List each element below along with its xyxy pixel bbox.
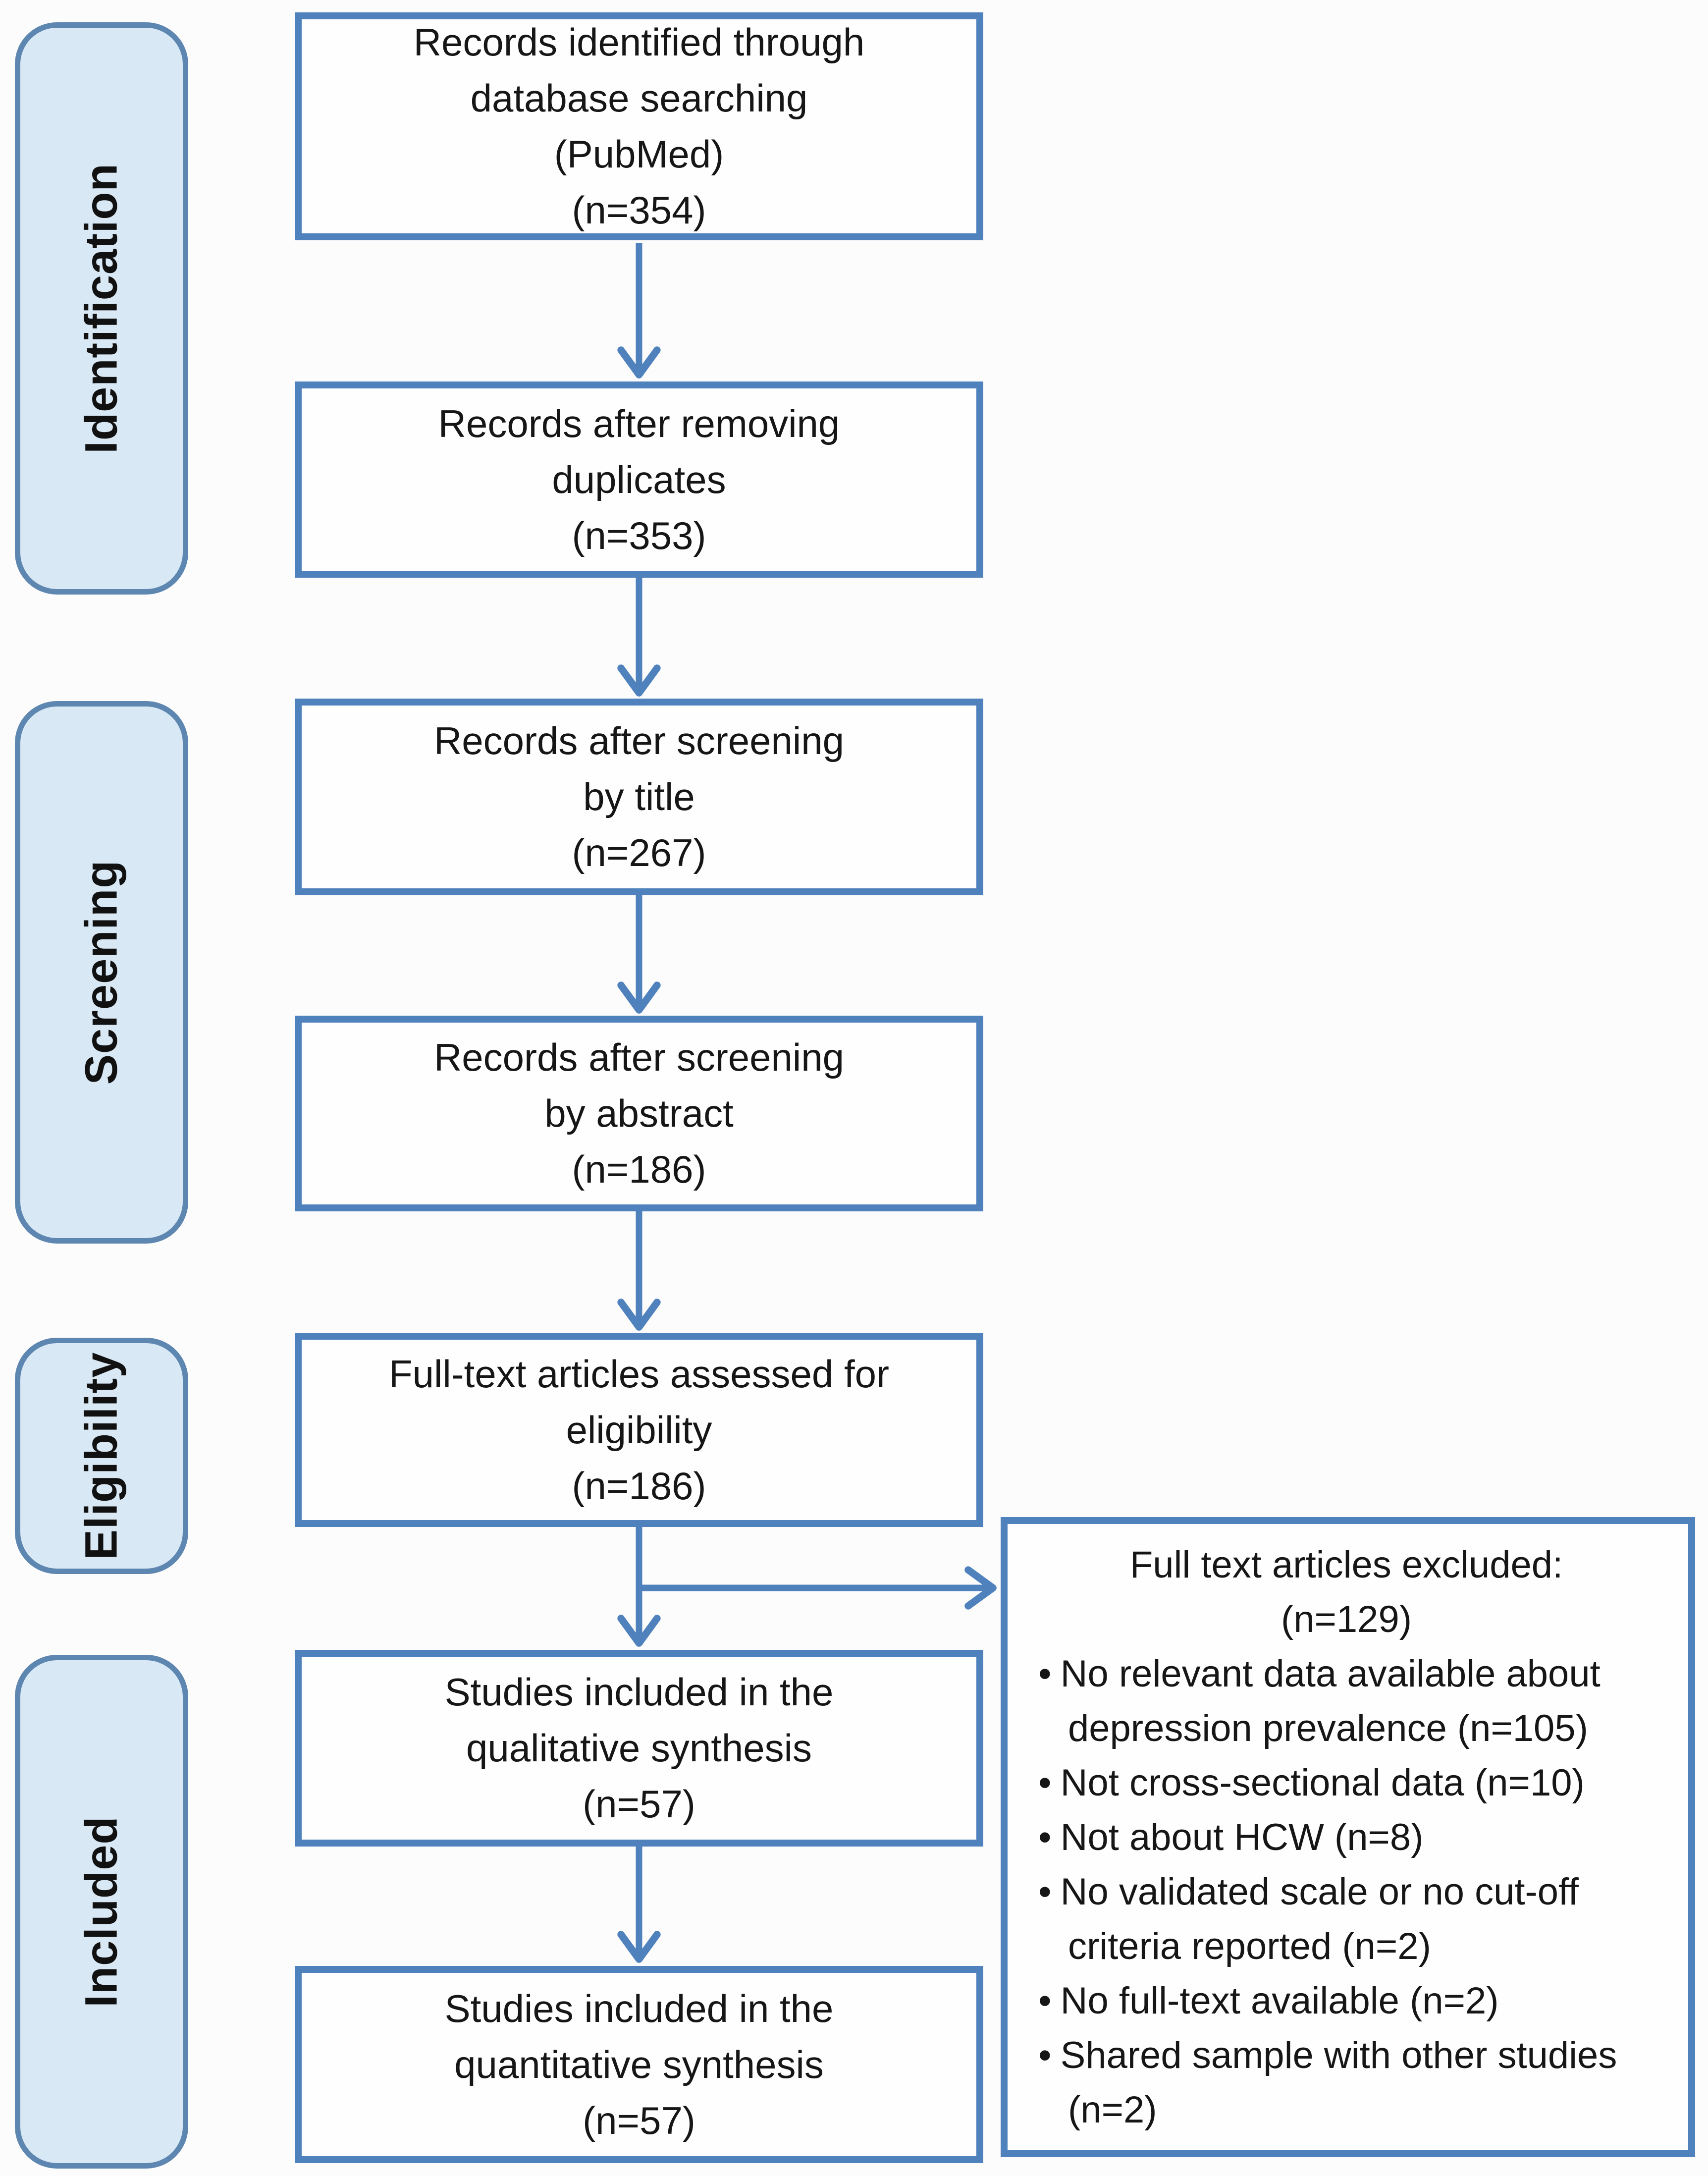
box-text-line: duplicates [552,457,726,501]
excluded-reason-text: Shared sample with other studies (n=2) [1060,2034,1617,2131]
stage-screening: Screening [15,701,188,1244]
bullet-icon: • [1038,1816,1052,1858]
bullet-icon: • [1038,2034,1052,2076]
box-text-line: by abstract [544,1091,734,1135]
box-text-line: database searching [470,76,808,120]
box-text-line: Records after removing [438,401,840,445]
bullet-icon: • [1038,1762,1052,1804]
stage-screening-label: Screening [76,860,127,1085]
excluded-reason-text: No relevant data available about depress… [1060,1653,1601,1749]
box-count: (n=354) [572,188,706,232]
stage-identification-label: Identification [76,163,127,454]
box-text-line: quantitative synthesis [454,2042,824,2086]
excluded-reason: •No full-text available (n=2) [1022,1974,1670,2028]
excluded-reason: •Shared sample with other studies (n=2) [1022,2028,1670,2137]
excluded-reason-text: No full-text available (n=2) [1060,1980,1499,2022]
flow-box-screened-by-title: Records after screening by title (n=267) [295,699,983,895]
box-count: (n=353) [572,513,706,557]
bullet-icon: • [1038,1653,1052,1695]
excluded-title: Full text articles excluded: [1129,1544,1563,1586]
box-text-line: eligibility [566,1408,712,1452]
excluded-reason: •Not cross-sectional data (n=10) [1022,1756,1670,1810]
box-text-line: Records after screening [433,719,845,762]
box-text-line: Studies included in the [444,1670,834,1714]
excluded-box: Full text articles excluded: (n=129) •No… [1001,1517,1695,2157]
box-text-line: Studies included in the [444,1986,834,2030]
excluded-reason-text: Not cross-sectional data (n=10) [1060,1762,1585,1804]
flow-box-records-identified: Records identified through database sear… [295,12,983,240]
box-count: (n=57) [583,2098,695,2142]
flow-box-quantitative-synthesis: Studies included in the quantitative syn… [295,1966,983,2163]
excluded-reason-text: Not about HCW (n=8) [1060,1816,1424,1858]
box-text-line: (PubMed) [554,132,724,176]
stage-included: Included [15,1655,188,2169]
excluded-count: (n=129) [1281,1598,1412,1640]
stage-eligibility-label: Eligibility [76,1352,127,1560]
bullet-icon: • [1038,1980,1052,2022]
excluded-reason: •Not about HCW (n=8) [1022,1810,1670,1865]
stage-included-label: Included [76,1816,127,2008]
excluded-reason-text: No validated scale or no cut-off criteri… [1060,1871,1579,1967]
box-text-line: qualitative synthesis [466,1726,812,1770]
flow-box-screened-by-abstract: Records after screening by abstract (n=1… [295,1016,983,1211]
box-count: (n=267) [572,831,706,874]
excluded-reason: •No validated scale or no cut-off criter… [1022,1865,1670,1974]
box-count: (n=57) [583,1782,695,1826]
flow-box-qualitative-synthesis: Studies included in the qualitative synt… [295,1650,983,1847]
bullet-icon: • [1038,1871,1052,1913]
box-count: (n=186) [572,1464,706,1508]
box-text-line: Records after screening [433,1035,845,1079]
stage-identification: Identification [15,22,188,595]
excluded-reason: •No relevant data available about depres… [1022,1647,1670,1756]
box-text-line: Full-text articles assessed for [388,1352,889,1396]
box-text-line: Records identified through [413,20,865,64]
flow-box-after-duplicates: Records after removing duplicates (n=353… [295,381,983,578]
box-count: (n=186) [572,1147,706,1191]
flow-box-fulltext-assessed: Full-text articles assessed for eligibil… [295,1333,983,1527]
stage-eligibility: Eligibility [15,1338,188,1574]
box-text-line: by title [583,775,695,818]
